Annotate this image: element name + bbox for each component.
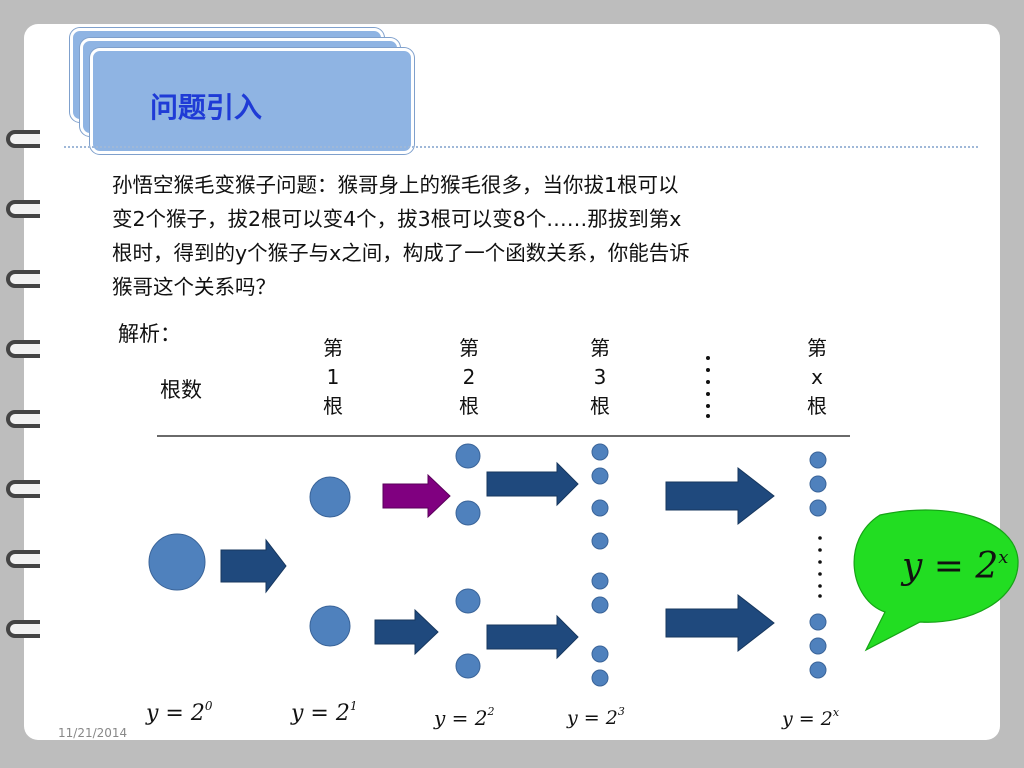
monkey-circle (591, 499, 609, 517)
binder-ring-icon (6, 130, 66, 148)
highlight-arrow-icon (382, 473, 451, 519)
arrow-icon (486, 614, 579, 660)
row-label: 根数 (160, 378, 202, 402)
equation-1: y = 21 (290, 699, 358, 726)
problem-paragraph: 孙悟空猴毛变猴子问题：猴哥身上的猴毛很多，当你拔1根可以 变2个猴子，拔2根可以… (112, 168, 912, 304)
title-tab-front (90, 48, 414, 154)
monkey-circle (591, 645, 609, 663)
equation-3: y = 23 (566, 705, 625, 729)
column-header-1: 第 1 根 (323, 336, 343, 418)
monkey-circle (809, 613, 827, 631)
arrow-icon (374, 608, 439, 656)
slide-date: 11/21/2014 (58, 726, 128, 740)
monkey-circle (455, 588, 481, 614)
monkey-circle (591, 669, 609, 687)
binder-ring-icon (6, 480, 66, 498)
monkey-circle (591, 532, 609, 550)
binder-ring-icon (6, 340, 66, 358)
binder-ring-icon (6, 200, 66, 218)
monkey-circle (309, 605, 351, 647)
paragraph-line: 变2个猴子，拔2根可以变4个，拔3根可以变8个……那拔到第x (112, 207, 682, 231)
monkey-circle (455, 500, 481, 526)
monkey-circle (591, 467, 609, 485)
equation-0: y = 20 (145, 699, 213, 726)
analysis-label: 解析： (118, 322, 181, 346)
binder-ring-icon (6, 620, 66, 638)
paragraph-line: 根时，得到的y个猴子与x之间，构成了一个函数关系，你能告诉 (112, 241, 690, 265)
arrow-icon (220, 538, 287, 594)
monkey-circle (809, 475, 827, 493)
title-divider (64, 146, 978, 148)
monkey-circle (455, 653, 481, 679)
binder-ring-icon (6, 550, 66, 568)
monkey-circle (591, 572, 609, 590)
circles-ellipsis (818, 536, 822, 598)
speech-bubble (853, 509, 1019, 652)
arrow-icon (665, 466, 775, 526)
column-header-3: 第 3 根 (590, 336, 610, 418)
binder-ring-icon (6, 410, 66, 428)
arrow-icon (665, 593, 775, 653)
monkey-circle (309, 476, 351, 518)
header-ellipsis (706, 356, 710, 418)
paragraph-line: 孙悟空猴毛变猴子问题：猴哥身上的猴毛很多，当你拔1根可以 (112, 173, 679, 197)
monkey-circle (809, 637, 827, 655)
monkey-circle (455, 443, 481, 469)
monkey-circle (591, 596, 609, 614)
column-header-2: 第 2 根 (459, 336, 479, 418)
monkey-circle (148, 533, 206, 591)
slide-title: 问题引入 (150, 91, 263, 124)
monkey-circle (809, 499, 827, 517)
column-header-x: 第 x 根 (807, 336, 827, 418)
equation-x: y = 2x (781, 706, 840, 730)
equation-2: y = 22 (433, 705, 495, 730)
binder-ring-icon (6, 270, 66, 288)
paragraph-line: 猴哥这个关系吗？ (112, 275, 276, 299)
monkey-circle (809, 451, 827, 469)
monkey-circle (809, 661, 827, 679)
bubble-formula: y = 2x (900, 546, 1008, 587)
arrow-icon (486, 461, 579, 507)
monkey-circle (591, 443, 609, 461)
